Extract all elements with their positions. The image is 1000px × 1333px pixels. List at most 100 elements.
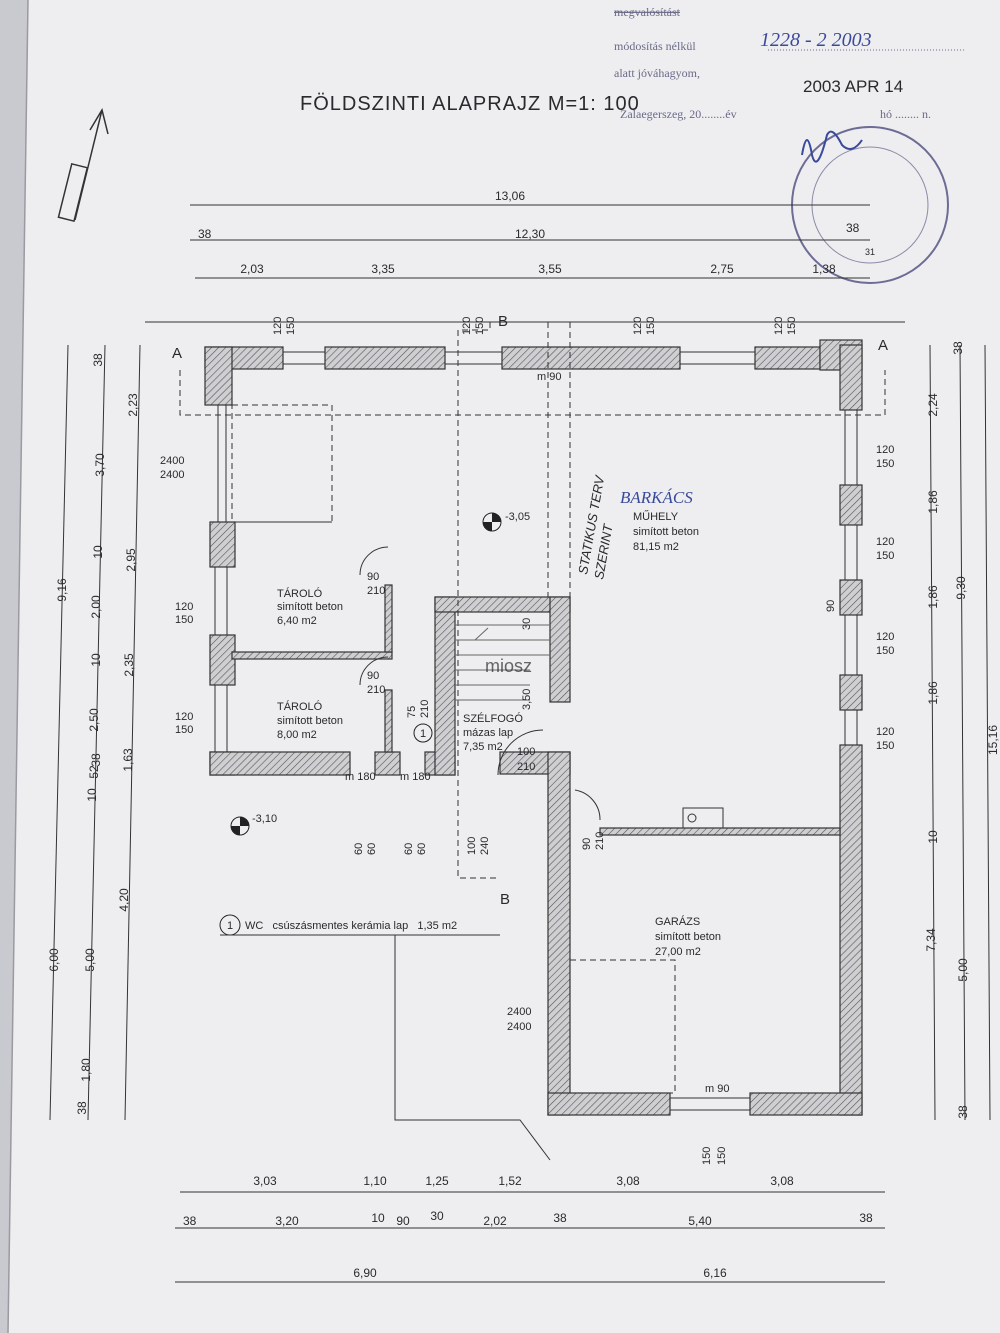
stair-dim: 30: [521, 618, 533, 630]
svg-text:megvalósítást: megvalósítást: [614, 5, 681, 19]
svg-text:hó ........ n.: hó ........ n.: [880, 107, 931, 121]
dim-label: 90: [396, 1214, 410, 1228]
dim-label: 38: [75, 1101, 89, 1115]
door-width: 2400: [507, 1006, 531, 1018]
dim-label: 2,24: [926, 393, 940, 417]
dim-label: 2,75: [710, 262, 734, 276]
lintel-height: m 180: [345, 771, 376, 783]
window-height: 150: [285, 317, 297, 335]
window-height: 150: [716, 1147, 728, 1165]
door-width: 90: [367, 571, 379, 583]
room-floor: simított beton: [655, 931, 721, 943]
window-width: 120: [175, 711, 193, 723]
level-mark-icon: [230, 512, 502, 836]
svg-text:alatt jóváhagyom,: alatt jóváhagyom,: [614, 66, 700, 80]
window-height: 150: [876, 645, 894, 657]
plan-title: FÖLDSZINTI ALAPRAJZ M=1: 100: [300, 93, 640, 115]
dim-label: 2,23: [126, 393, 140, 417]
room-floor: simított beton: [633, 526, 699, 538]
room-area: 8,00 m2: [277, 729, 317, 741]
window-height: 150: [645, 317, 657, 335]
dim-label: 38: [89, 753, 103, 767]
door-height: 210: [419, 700, 431, 718]
door-height: 2400: [160, 469, 184, 481]
dim-label: 7,34: [924, 928, 938, 952]
svg-text:31: 31: [865, 247, 875, 257]
window-width: 120: [876, 444, 894, 456]
door-width: 90: [367, 670, 379, 682]
dim-label: 38: [183, 1214, 197, 1228]
dim-label: 10: [85, 788, 99, 802]
window-width: 60: [403, 843, 415, 855]
level-value: -3,05: [505, 511, 530, 523]
door-height: 2400: [507, 1021, 531, 1033]
approval-stamp: megvalósítást módosítás nélkül alatt jóv…: [614, 5, 965, 284]
driveway-outline: [232, 521, 601, 1161]
dim-label: 3,20: [275, 1214, 299, 1228]
door-height: 210: [594, 832, 606, 850]
date-stamp: 2003 APR 14: [803, 77, 903, 96]
dim-label: 2,95: [124, 548, 138, 572]
room-area: 81,15 m2: [633, 541, 679, 553]
dim-label: 12,30: [515, 227, 545, 241]
dim-label: 1,38: [812, 262, 836, 276]
dim-label: 10: [926, 830, 940, 844]
dim-label: 6,16: [703, 1266, 727, 1280]
door-width: 75: [406, 706, 418, 718]
dim-label: 2,35: [122, 653, 136, 677]
dim-label: 38: [846, 221, 860, 235]
section-mark-b-top: B: [498, 313, 508, 330]
section-lines: [179, 322, 886, 1094]
legend-text: WC csúszásmentes kerámia lap 1,35 m2: [245, 920, 457, 932]
handwritten-room-name: BARKÁCS: [620, 488, 693, 507]
wall-dim: 90: [825, 600, 837, 612]
room-floor: mázas lap: [463, 727, 513, 739]
dim-label: 4,20: [117, 888, 131, 912]
north-arrow-icon: [57, 108, 109, 223]
staircase: [455, 624, 550, 701]
section-mark-b-bottom: B: [500, 891, 510, 908]
door-height: 210: [367, 684, 385, 696]
room-name: GARÁZS: [655, 915, 700, 928]
dim-label: 1,80: [79, 1058, 93, 1082]
dim-label: 9,16: [55, 578, 69, 602]
dim-label: 38: [951, 341, 965, 355]
door-width: 100: [517, 746, 535, 758]
watermark-logo: miosz: [485, 656, 532, 676]
lintel-height: m 180: [400, 771, 431, 783]
windows: [214, 351, 858, 1111]
dim-label: 2,02: [483, 1214, 507, 1228]
dim-label: 9,30: [954, 576, 968, 600]
sink-icon: [682, 807, 724, 829]
dim-label: 38: [198, 227, 212, 241]
window-height: 150: [474, 317, 486, 335]
dim-label: 5,40: [688, 1214, 712, 1228]
wc-room-marker: [413, 723, 433, 743]
svg-text:Zalaegerszeg, 20........év: Zalaegerszeg, 20........év: [620, 107, 737, 121]
room-name: TÁROLÓ: [277, 587, 323, 600]
window-width: 120: [175, 601, 193, 613]
door-width: 100: [466, 837, 478, 855]
window-width: 120: [876, 631, 894, 643]
door-width: 90: [581, 838, 593, 850]
dim-label: 3,03: [253, 1174, 277, 1188]
window-width: 120: [632, 317, 644, 335]
dim-label: 5,00: [956, 958, 970, 982]
window-height: 60: [366, 843, 378, 855]
window-width: 150: [701, 1147, 713, 1165]
lintel-height: m 90: [705, 1083, 729, 1095]
door-height: 210: [517, 761, 535, 773]
window-width: 120: [272, 317, 284, 335]
window-height: 150: [876, 550, 894, 562]
section-mark-a-right: A: [878, 337, 888, 354]
dim-label: 3,08: [616, 1174, 640, 1188]
dim-label: 10: [89, 653, 103, 667]
room-name: SZÉLFOGÓ: [463, 712, 523, 725]
window-height: 150: [876, 740, 894, 752]
room-area: 27,00 m2: [655, 946, 701, 958]
window-height: 150: [786, 317, 798, 335]
window-width: 120: [773, 317, 785, 335]
window-height: 150: [175, 614, 193, 626]
wc-room-number: 1: [420, 728, 426, 740]
